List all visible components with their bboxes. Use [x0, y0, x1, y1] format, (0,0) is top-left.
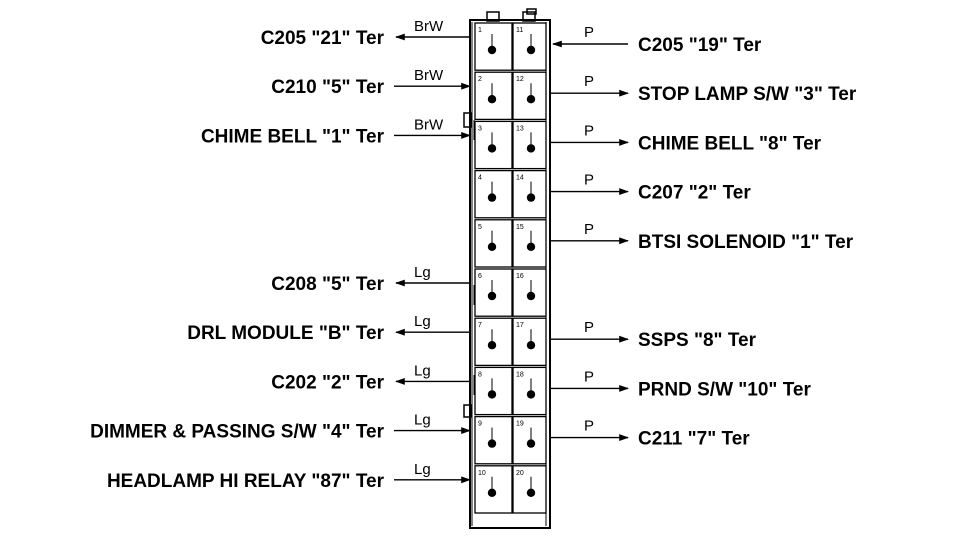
circuit-label: STOP LAMP S/W "3" Ter: [638, 84, 857, 105]
wire-color-label: Lg: [414, 362, 431, 379]
pin-cavity-17: 17: [512, 317, 547, 367]
wire-color-label: P: [584, 368, 594, 385]
right-circuit-row: SSPS "8" Ter P: [550, 319, 757, 351]
pin-cavity-7: 7: [474, 317, 513, 367]
wire-color-label: BrW: [414, 18, 444, 35]
pin-number: 8: [478, 371, 482, 378]
circuit-label: CHIME BELL "1" Ter: [201, 126, 385, 147]
wire-color-label: Lg: [414, 264, 431, 281]
right-circuit-row: CHIME BELL "8" Ter P: [550, 122, 822, 154]
pin-cavity-19: 19: [512, 415, 547, 465]
pin-number: 15: [516, 224, 524, 231]
circuit-label: HEADLAMP HI RELAY "87" Ter: [107, 471, 385, 492]
circuit-label: C208 "5" Ter: [271, 274, 384, 295]
left-circuit-row: HEADLAMP HI RELAY "87" Ter Lg: [107, 461, 471, 492]
left-circuit-row: DRL MODULE "B" Ter Lg: [187, 313, 470, 344]
pin-number: 14: [516, 175, 524, 182]
pin-cavity-18: 18: [512, 366, 547, 416]
wire-color-label: P: [584, 73, 594, 90]
left-circuit-row: C205 "21" Ter BrW: [261, 18, 470, 49]
pin-cavity-11: 11: [512, 22, 547, 71]
wire-color-label: P: [584, 319, 594, 336]
wire-color-label: BrW: [414, 67, 444, 84]
pin-cavity-9: 9: [474, 415, 513, 465]
right-circuit-row: STOP LAMP S/W "3" Ter P: [550, 73, 857, 105]
wire-color-label: Lg: [414, 461, 431, 478]
left-circuit-row: CHIME BELL "1" Ter BrW: [201, 116, 471, 147]
pin-cavity-15: 15: [512, 219, 547, 268]
pin-cavity-6: 6: [474, 268, 513, 317]
pin-cavity-2: 2: [474, 71, 513, 121]
right-circuit-row: PRND S/W "10" Ter P: [550, 368, 811, 400]
wire-color-label: P: [584, 122, 594, 139]
pin-number: 19: [516, 421, 524, 428]
left-circuit-row: C208 "5" Ter Lg: [271, 264, 470, 295]
circuit-label: C210 "5" Ter: [271, 77, 384, 98]
circuit-label: C207 "2" Ter: [638, 183, 751, 204]
pin-cavity-5: 5: [474, 219, 513, 268]
pin-number: 18: [516, 371, 524, 378]
pin-number: 3: [478, 125, 482, 132]
pin-cavity-1: 1: [474, 22, 513, 71]
wire-color-label: Lg: [414, 313, 431, 330]
pin-number: 2: [478, 76, 482, 83]
circuit-label: C211 "7" Ter: [638, 429, 750, 450]
pin-number: 12: [516, 76, 524, 83]
right-circuit-row: C207 "2" Ter P: [550, 172, 751, 204]
pin-number: 9: [478, 421, 482, 428]
pin-number: 7: [478, 322, 482, 329]
circuit-label: C205 "21" Ter: [261, 28, 385, 49]
right-circuit-row: C205 "19" Ter P: [552, 24, 762, 56]
wire-color-label: P: [584, 24, 594, 41]
pin-cavity-4: 4: [474, 169, 513, 219]
circuit-label: C202 "2" Ter: [271, 372, 384, 393]
circuit-label: BTSI SOLENOID "1" Ter: [638, 232, 854, 253]
pin-cavity-14: 14: [512, 169, 547, 219]
pin-number: 11: [516, 27, 523, 34]
pin-cavity-3: 3: [474, 120, 513, 170]
left-circuit-row: C210 "5" Ter BrW: [271, 67, 471, 98]
wire-color-label: BrW: [414, 116, 444, 133]
left-circuit-row: C202 "2" Ter Lg: [271, 362, 470, 393]
pin-number: 20: [516, 470, 524, 477]
pin-cavity-12: 12: [512, 71, 547, 121]
pin-number: 16: [516, 273, 524, 280]
circuit-label: SSPS "8" Ter: [638, 330, 757, 351]
circuit-label: C205 "19" Ter: [638, 35, 762, 56]
pin-cavity-13: 13: [512, 120, 547, 170]
pin-cavity-10: 10: [474, 465, 513, 514]
pin-cavity-16: 16: [512, 268, 547, 317]
pin-number: 1: [478, 27, 482, 34]
circuit-label: DIMMER & PASSING S/W "4" Ter: [90, 422, 385, 443]
pin-number: 17: [516, 322, 524, 329]
pin-number: 13: [516, 125, 524, 132]
wire-color-label: P: [584, 172, 594, 189]
wire-color-label: P: [584, 221, 594, 238]
pin-cavity-8: 8: [474, 366, 513, 416]
right-circuit-row: C211 "7" Ter P: [550, 418, 750, 450]
pin-number: 5: [478, 224, 482, 231]
wire-color-label: Lg: [414, 412, 431, 429]
left-circuit-row: DIMMER & PASSING S/W "4" Ter Lg: [90, 412, 471, 443]
wire-color-label: P: [584, 418, 594, 435]
pin-cavity-20: 20: [512, 465, 547, 514]
circuit-label: PRND S/W "10" Ter: [638, 379, 811, 400]
pin-number: 4: [478, 175, 482, 182]
circuit-label: DRL MODULE "B" Ter: [187, 323, 384, 344]
pin-number: 10: [478, 470, 486, 477]
circuit-label: CHIME BELL "8" Ter: [638, 133, 822, 154]
pin-number: 6: [478, 273, 482, 280]
right-circuit-row: BTSI SOLENOID "1" Ter P: [550, 221, 854, 253]
